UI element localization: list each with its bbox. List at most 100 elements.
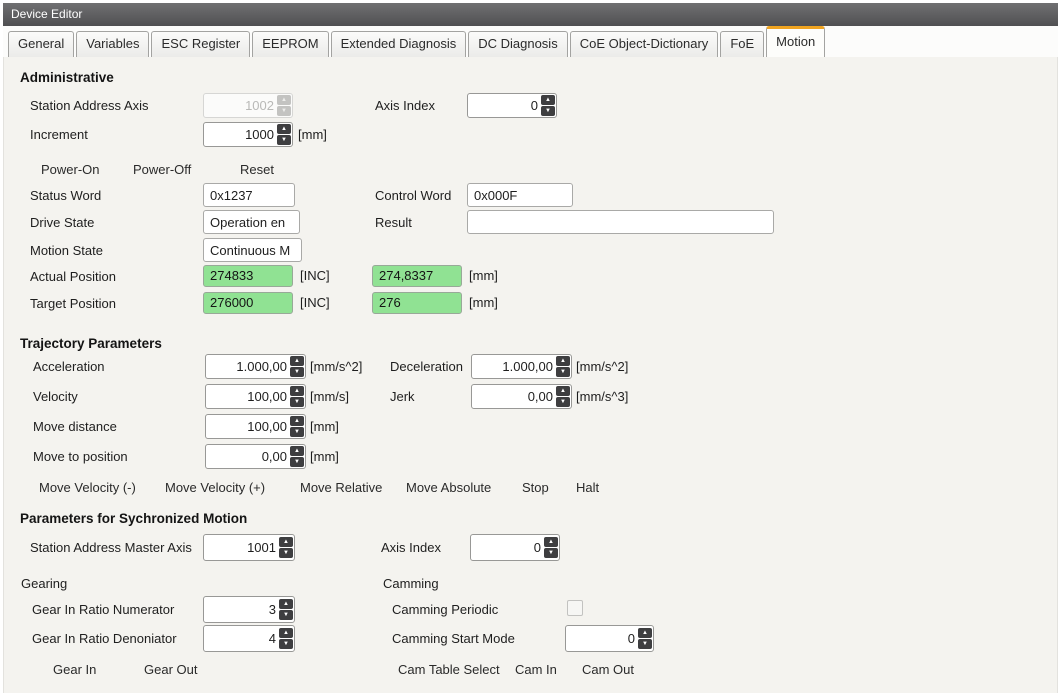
result-field[interactable] (467, 210, 774, 234)
spin-up-icon[interactable]: ▲ (290, 446, 304, 456)
cam-in-button[interactable]: Cam In (515, 662, 557, 677)
sync-axis-index-input[interactable] (471, 540, 544, 555)
move-relative-button[interactable]: Move Relative (300, 480, 383, 495)
stop-button[interactable]: Stop (522, 480, 549, 495)
move-distance-spinner: ▲ ▼ (205, 414, 306, 439)
tab-bar: General Variables ESC Register EEPROM Ex… (3, 26, 1058, 57)
velocity-label: Velocity (33, 389, 78, 404)
trajectory-parameters-heading: Trajectory Parameters (20, 336, 162, 351)
move-distance-unit: [mm] (310, 419, 339, 434)
station-address-master-axis-input[interactable] (204, 540, 279, 555)
move-to-position-label: Move to position (33, 449, 128, 464)
synchronized-motion-heading: Parameters for Sychronized Motion (20, 511, 248, 526)
tab-extended-diagnosis[interactable]: Extended Diagnosis (330, 31, 467, 57)
increment-input[interactable] (204, 127, 277, 142)
motion-state-label: Motion State (30, 243, 103, 258)
drive-state-label: Drive State (30, 215, 95, 230)
tab-foe[interactable]: FoE (720, 31, 765, 57)
cam-table-select-button[interactable]: Cam Table Select (398, 662, 500, 677)
gear-out-button[interactable]: Gear Out (144, 662, 198, 677)
tab-esc-register[interactable]: ESC Register (151, 31, 251, 57)
move-distance-input[interactable] (206, 419, 290, 434)
deceleration-unit: [mm/s^2] (576, 359, 629, 374)
gear-in-button[interactable]: Gear In (53, 662, 97, 677)
target-position-mm-unit: [mm] (469, 295, 498, 310)
station-address-master-axis-label: Station Address Master Axis (30, 540, 192, 555)
motion-state-field[interactable] (203, 238, 302, 262)
gear-in-ratio-numerator-input[interactable] (204, 602, 279, 617)
control-word-label: Control Word (375, 188, 452, 203)
drive-state-field[interactable] (203, 210, 300, 234)
sync-axis-index-label: Axis Index (381, 540, 441, 555)
spin-down-icon[interactable]: ▼ (541, 106, 555, 116)
camming-start-mode-spinner: ▲ ▼ (565, 625, 654, 652)
spin-buttons: ▲ ▼ (290, 386, 305, 407)
spin-down-icon[interactable]: ▼ (556, 367, 570, 377)
spin-up-icon[interactable]: ▲ (556, 356, 570, 366)
gear-in-ratio-numerator-spinner: ▲ ▼ (203, 596, 295, 623)
spin-down-icon[interactable]: ▼ (638, 639, 652, 649)
velocity-spinner: ▲ ▼ (205, 384, 306, 409)
reset-button[interactable]: Reset (240, 162, 274, 177)
move-to-position-input[interactable] (206, 449, 290, 464)
jerk-spinner: ▲ ▼ (471, 384, 572, 409)
control-word-field[interactable] (467, 183, 573, 207)
spin-up-icon[interactable]: ▲ (638, 628, 652, 638)
spin-down-icon[interactable]: ▼ (290, 397, 304, 407)
spin-up-icon[interactable]: ▲ (541, 95, 555, 105)
spin-down-icon[interactable]: ▼ (544, 548, 558, 558)
jerk-input[interactable] (472, 389, 556, 404)
spin-down-icon[interactable]: ▼ (277, 135, 291, 145)
cam-out-button[interactable]: Cam Out (582, 662, 635, 677)
camming-periodic-checkbox[interactable] (567, 600, 583, 616)
deceleration-label: Deceleration (390, 359, 463, 374)
spin-down-icon[interactable]: ▼ (279, 548, 293, 558)
tab-coe-object-dictionary[interactable]: CoE Object-Dictionary (569, 31, 719, 57)
spin-buttons: ▲ ▼ (638, 628, 653, 649)
tab-eeprom[interactable]: EEPROM (252, 31, 329, 57)
deceleration-input[interactable] (472, 359, 556, 374)
gearing-group-label: Gearing (21, 576, 68, 591)
spin-buttons: ▲ ▼ (290, 446, 305, 467)
tab-variables[interactable]: Variables (76, 31, 150, 57)
spin-down-icon[interactable]: ▼ (279, 610, 293, 620)
move-absolute-button[interactable]: Move Absolute (406, 480, 492, 495)
spin-up-icon[interactable]: ▲ (279, 537, 293, 547)
spin-up-icon[interactable]: ▲ (290, 356, 304, 366)
move-velocity-minus-button[interactable]: Move Velocity (-) (39, 480, 136, 495)
spin-down-icon[interactable]: ▼ (556, 397, 570, 407)
spin-up-icon[interactable]: ▲ (279, 599, 293, 609)
gear-in-ratio-denominator-input[interactable] (204, 631, 279, 646)
move-velocity-plus-button[interactable]: Move Velocity (+) (165, 480, 266, 495)
spin-down-icon[interactable]: ▼ (279, 639, 293, 649)
spin-up-icon[interactable]: ▲ (277, 124, 291, 134)
spin-buttons: ▲ ▼ (279, 599, 294, 620)
spin-up-icon[interactable]: ▲ (279, 628, 293, 638)
power-on-button[interactable]: Power-On (41, 162, 100, 177)
axis-index-spinner: ▲ ▼ (467, 93, 557, 118)
spin-down-icon[interactable]: ▼ (290, 427, 304, 437)
station-address-axis-input (204, 98, 277, 113)
tab-dc-diagnosis[interactable]: DC Diagnosis (468, 31, 568, 57)
velocity-input[interactable] (206, 389, 290, 404)
gear-in-ratio-denominator-label: Gear In Ratio Denoniator (32, 631, 177, 646)
gear-in-ratio-denominator-spinner: ▲ ▼ (203, 625, 295, 652)
spin-buttons: ▲ ▼ (277, 95, 292, 116)
axis-index-input[interactable] (468, 98, 541, 113)
spin-down-icon[interactable]: ▼ (290, 367, 304, 377)
camming-start-mode-input[interactable] (566, 631, 638, 646)
target-position-label: Target Position (30, 296, 116, 311)
tab-motion[interactable]: Motion (766, 26, 826, 57)
spin-up-icon[interactable]: ▲ (544, 537, 558, 547)
spin-down-icon[interactable]: ▼ (290, 457, 304, 467)
status-word-field[interactable] (203, 183, 295, 207)
halt-button[interactable]: Halt (576, 480, 600, 495)
spin-up-icon[interactable]: ▲ (556, 386, 570, 396)
spin-up-icon[interactable]: ▲ (290, 386, 304, 396)
tab-general[interactable]: General (8, 31, 75, 57)
acceleration-unit: [mm/s^2] (310, 359, 363, 374)
power-off-button[interactable]: Power-Off (133, 162, 192, 177)
spin-up-icon[interactable]: ▲ (290, 416, 304, 426)
acceleration-input[interactable] (206, 359, 290, 374)
move-to-position-spinner: ▲ ▼ (205, 444, 306, 469)
